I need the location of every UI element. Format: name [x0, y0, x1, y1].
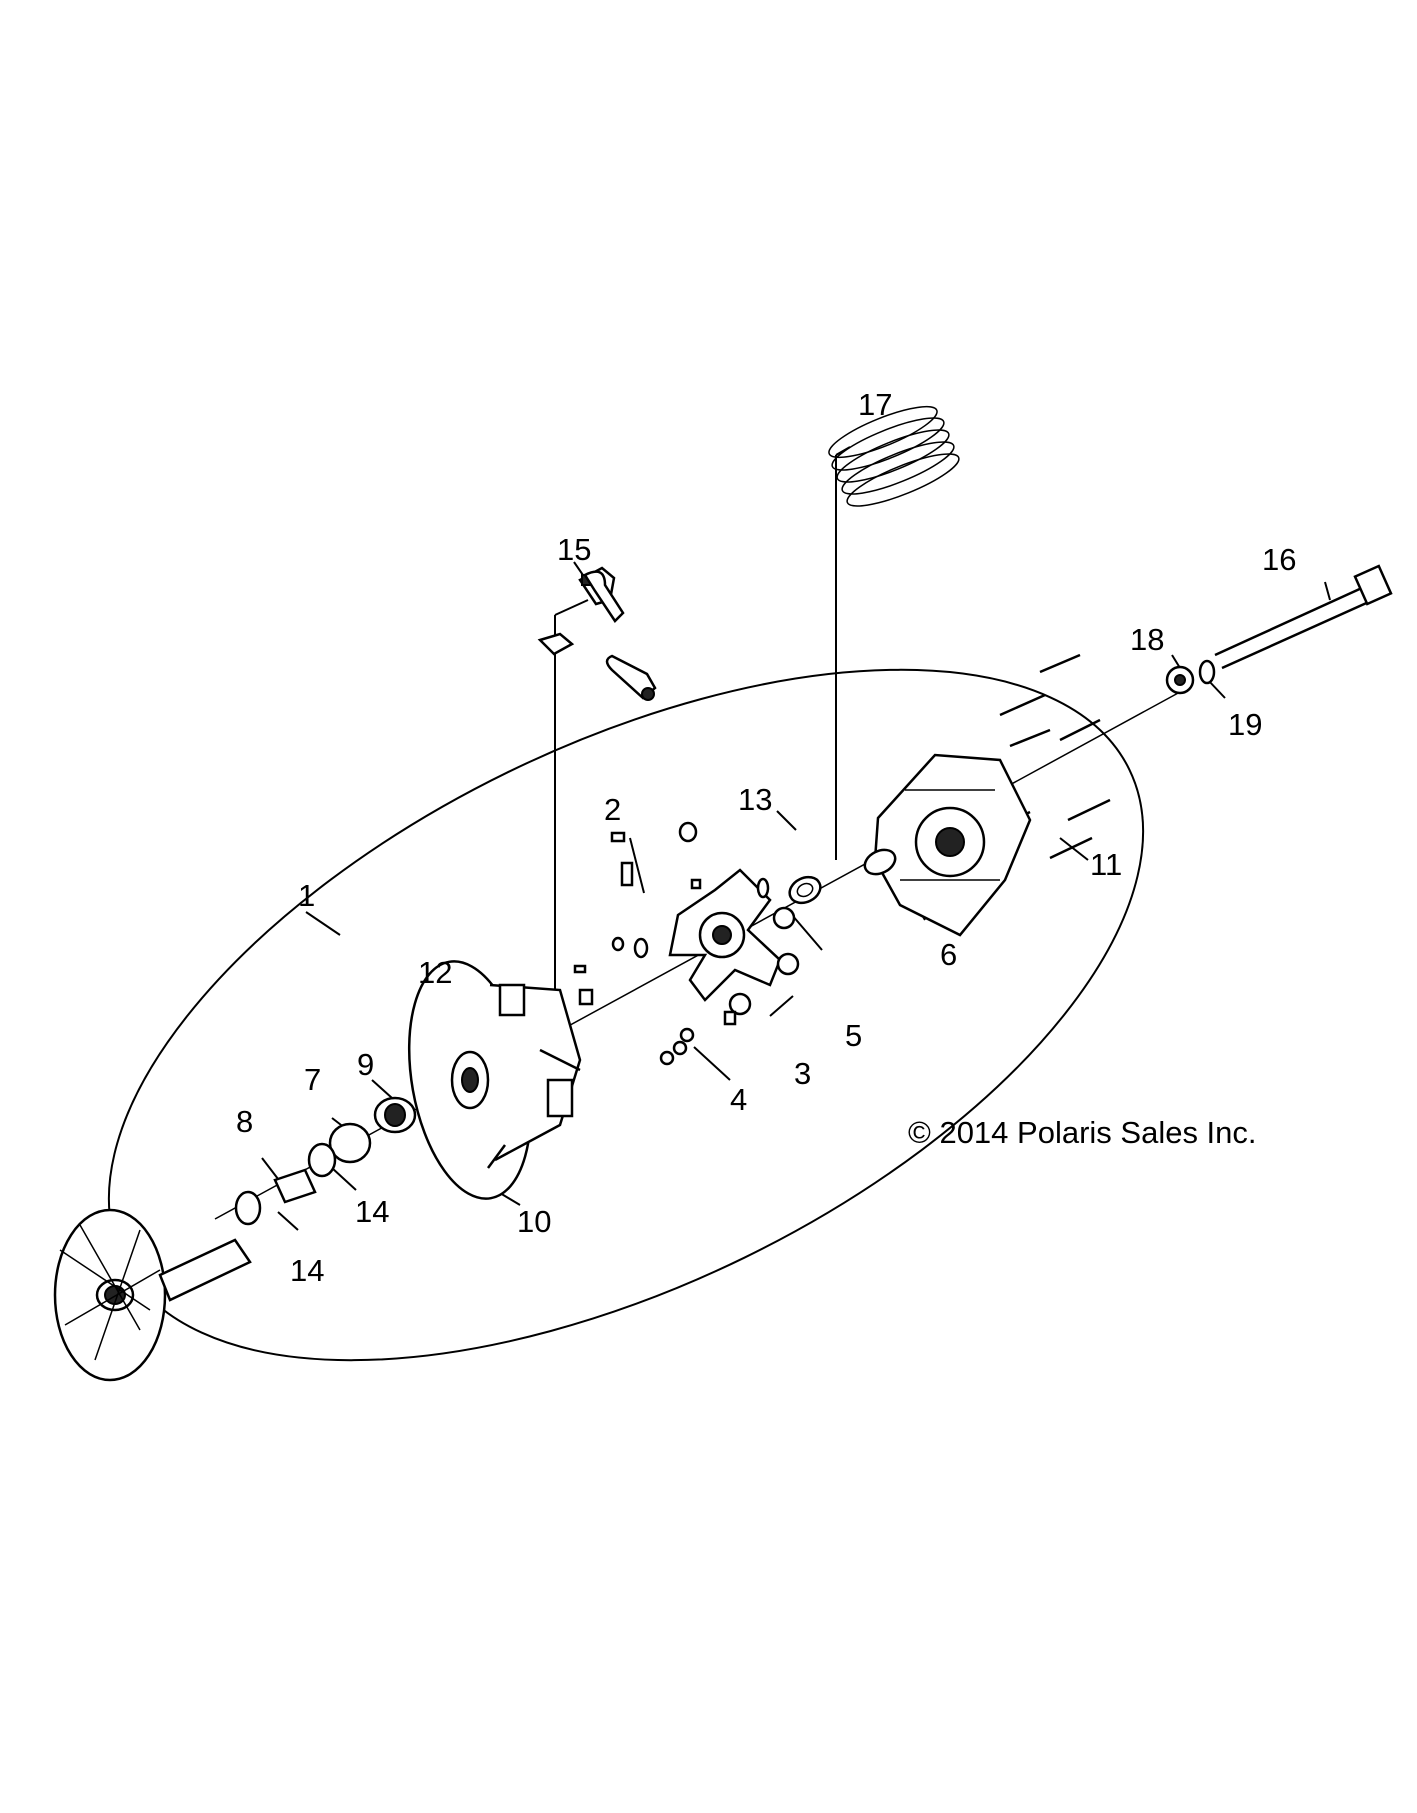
callout-8: 8 — [236, 1104, 253, 1139]
callout-14-a: 14 — [355, 1194, 389, 1229]
callout-13: 13 — [738, 782, 772, 817]
callout-3: 3 — [794, 1056, 811, 1091]
callout-1: 1 — [298, 878, 315, 913]
callout-5: 5 — [845, 1018, 862, 1053]
callout-11: 11 — [1090, 847, 1122, 882]
callout-16: 16 — [1262, 542, 1296, 577]
callout-4: 4 — [730, 1082, 747, 1117]
spider-part — [668, 868, 782, 1002]
spring-part — [828, 405, 960, 507]
moveable-sheave — [407, 960, 582, 1200]
stationary-sheave — [53, 1208, 252, 1382]
callout-6: 6 — [940, 937, 957, 972]
callout-2: 2 — [604, 792, 621, 827]
callout-17: 17 — [858, 387, 892, 422]
rollers-and-pins — [573, 821, 800, 1066]
callout-15: 15 — [557, 532, 591, 567]
spider-cover-plate — [873, 753, 1032, 937]
flyweight-parts — [537, 566, 657, 701]
callout-18: 18 — [1130, 622, 1164, 657]
copyright-text: © 2014 Polaris Sales Inc. — [908, 1115, 1257, 1150]
rings-and-bushings — [234, 1096, 417, 1226]
pin-10 — [486, 1144, 507, 1169]
callout-10: 10 — [517, 1204, 551, 1239]
callout-labels: 1 2 3 4 5 6 7 8 9 10 11 12 13 14 14 15 1… — [236, 387, 1296, 1288]
callout-9: 9 — [357, 1047, 374, 1082]
callout-14-b: 14 — [290, 1253, 324, 1288]
callout-12: 12 — [418, 955, 452, 990]
nut-and-washer — [1165, 659, 1216, 695]
bushing-6 — [863, 848, 897, 876]
callout-19: 19 — [1228, 707, 1262, 742]
shaft-bolt — [1214, 564, 1393, 670]
callout-7: 7 — [304, 1062, 321, 1097]
bearing-13 — [788, 875, 822, 905]
